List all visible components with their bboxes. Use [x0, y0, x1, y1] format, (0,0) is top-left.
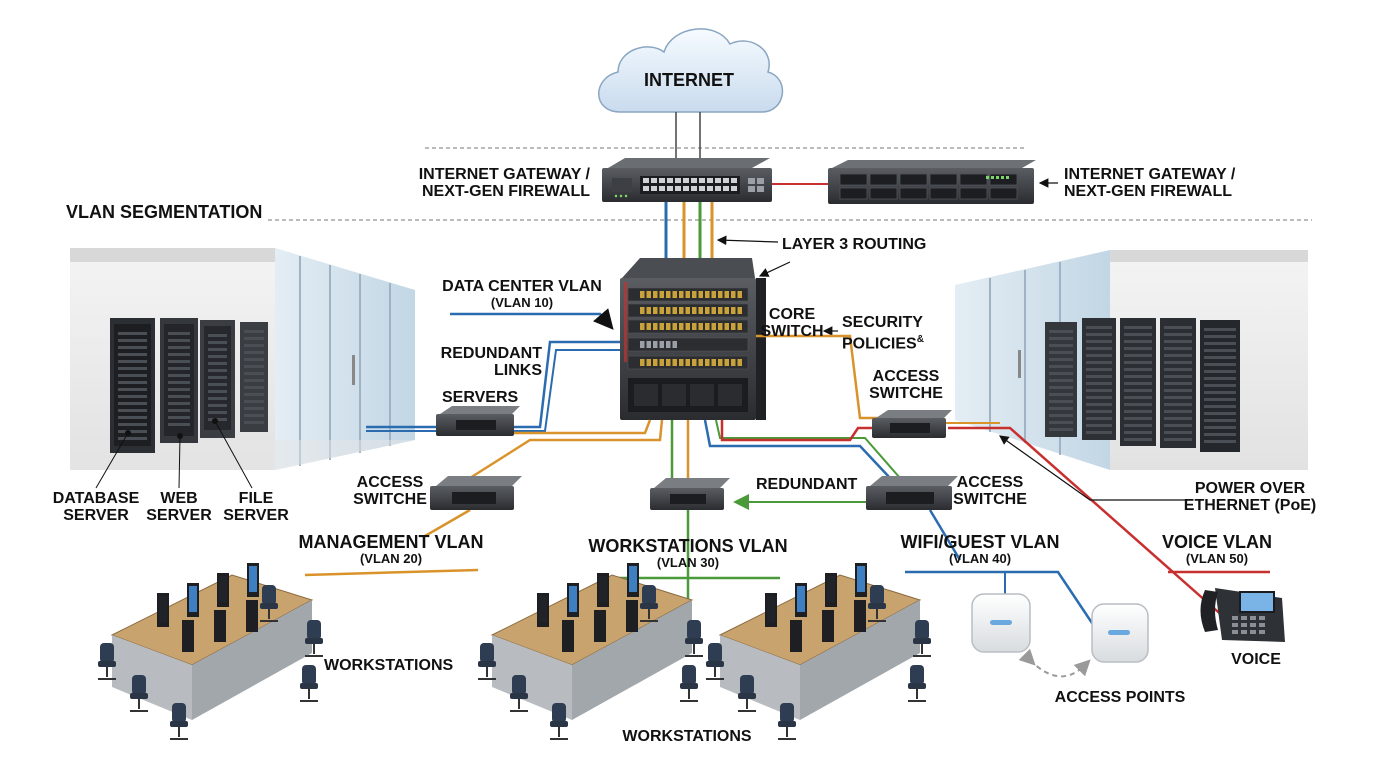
gateway-left-line2: NEXT-GEN FIREWALL — [422, 183, 590, 200]
gateway-right-line1: INTERNET GATEWAY / — [1064, 166, 1236, 183]
vlan-segmentation-title: VLAN SEGMENTATION — [66, 202, 263, 222]
voice-vlan-name: VOICE VLAN — [1161, 532, 1273, 552]
data-center-vlan-name: DATA CENTER VLAN — [442, 278, 602, 295]
redundant-links-line1: REDUNDANT — [440, 345, 542, 362]
rack-stripes-right — [1049, 326, 1236, 443]
workstation-desk-icon-right — [706, 563, 931, 740]
rack-firewall-icon — [828, 160, 1036, 204]
access-points-label: ACCESS POINTS — [1054, 689, 1186, 706]
access-point-icon-right — [1091, 603, 1149, 663]
file-server-line2: SERVER — [223, 507, 289, 524]
gateway-ports — [614, 178, 764, 198]
poe-line1: POWER OVER — [1194, 480, 1306, 497]
core-switch-line1: CORE — [768, 306, 816, 323]
database-server-line1: DATABASE — [52, 490, 140, 507]
wifi-guest-vlan-id: (VLAN 40) — [948, 551, 1012, 566]
core-switch-chassis-icon — [620, 258, 766, 420]
access-switch-left-label: ACCESS SWITCHE — [353, 474, 427, 508]
internet-label: INTERNET — [644, 70, 734, 90]
rack-bays — [839, 173, 1018, 200]
data-center-vlan-label: DATA CENTER VLAN (VLAN 10) — [442, 278, 602, 310]
workstations-bottom-label: WORKSTATIONS — [622, 728, 752, 745]
core-switch-label: CORE SWITCH — [760, 306, 823, 340]
access-switch-right-top-label: ACCESS SWITCHE — [869, 368, 943, 402]
access-switch-icon-center — [650, 478, 730, 510]
gateway-left-label: INTERNET GATEWAY / NEXT-GEN FIREWALL — [419, 166, 590, 200]
web-server-label: WEB SERVER — [146, 490, 212, 524]
redundant-label: REDUNDANT — [756, 476, 858, 493]
data-center-vlan-id: (VLAN 10) — [490, 295, 554, 310]
redundant-links-label: REDUNDANT LINKS — [441, 345, 542, 379]
gateway-right-label: INTERNET GATEWAY / NEXT-GEN FIREWALL — [1064, 166, 1235, 200]
access-switch-icon-servers — [436, 406, 520, 436]
web-server-line2: SERVER — [146, 507, 212, 524]
core-switch-line2: SWITCH — [760, 323, 824, 340]
workstation-desk-icon-left — [98, 563, 323, 740]
file-server-line1: FILE — [238, 490, 274, 507]
core-blades — [624, 282, 749, 370]
security-policies-line2: POLICIES& — [842, 334, 924, 353]
access-switch-right-line2: SWITCHE — [953, 491, 1027, 508]
access-switch-right-line1: ACCESS — [956, 474, 1024, 491]
access-switch-left-line1: ACCESS — [356, 474, 424, 491]
rack-stripes-left — [118, 330, 264, 440]
access-switch-right-top-line2: SWITCHE — [869, 385, 943, 402]
cloud-icon — [598, 28, 784, 113]
management-vlan-id: (VLAN 20) — [359, 551, 423, 566]
access-point-icon-left — [971, 593, 1031, 653]
gateway-left-line1: INTERNET GATEWAY / — [418, 166, 590, 183]
workstation-desk-icon-center — [478, 563, 703, 740]
access-switch-icon-right-top — [872, 410, 952, 438]
poe-line2: ETHERNET (PoE) — [1183, 497, 1317, 514]
file-server-label: FILE SERVER — [223, 490, 289, 524]
glass-room-icon-right — [955, 250, 1308, 470]
access-switch-right-top-line1: ACCESS — [872, 368, 940, 385]
web-server-line1: WEB — [160, 490, 198, 507]
management-vlan-name: MANAGEMENT VLAN — [298, 532, 484, 552]
database-server-line2: SERVER — [63, 507, 129, 524]
database-server-label: DATABASE SERVER — [53, 490, 140, 524]
security-policies-label: SECURITY POLICIES& — [842, 314, 924, 352]
wifi-guest-vlan-name: WIFI/GUEST VLAN — [900, 532, 1060, 552]
layer3-routing-label: LAYER 3 ROUTING — [782, 236, 927, 253]
ip-phone-icon — [1200, 588, 1285, 642]
poe-label: POWER OVER ETHERNET (PoE) — [1184, 480, 1316, 514]
voice-vlan-label: VOICE VLAN (VLAN 50) — [1161, 532, 1273, 566]
workstations-vlan-id: (VLAN 30) — [656, 555, 720, 570]
wifi-guest-vlan-label: WIFI/GUEST VLAN (VLAN 40) — [900, 532, 1060, 566]
workstations-vlan-name: WORKSTATIONS VLAN — [588, 536, 788, 556]
voice-vlan-id: (VLAN 50) — [1185, 551, 1249, 566]
security-policies-line1: SECURITY — [842, 314, 923, 331]
redundant-links-line2: LINKS — [494, 362, 542, 379]
access-switch-left-line2: SWITCHE — [353, 491, 427, 508]
management-vlan-label: MANAGEMENT VLAN (VLAN 20) — [298, 532, 484, 566]
access-switch-icon-left — [430, 476, 522, 510]
voice-label: VOICE — [1231, 651, 1281, 668]
access-switch-right-label: ACCESS SWITCHE — [953, 474, 1027, 508]
firewall-switch-icon — [602, 158, 772, 202]
servers-label: SERVERS — [442, 389, 519, 406]
gateway-right-line2: NEXT-GEN FIREWALL — [1064, 183, 1232, 200]
workstations-left-label: WORKSTATIONS — [324, 657, 454, 674]
workstations-vlan-label: WORKSTATIONS VLAN (VLAN 30) — [588, 536, 788, 570]
access-switch-icon-right — [866, 476, 958, 510]
